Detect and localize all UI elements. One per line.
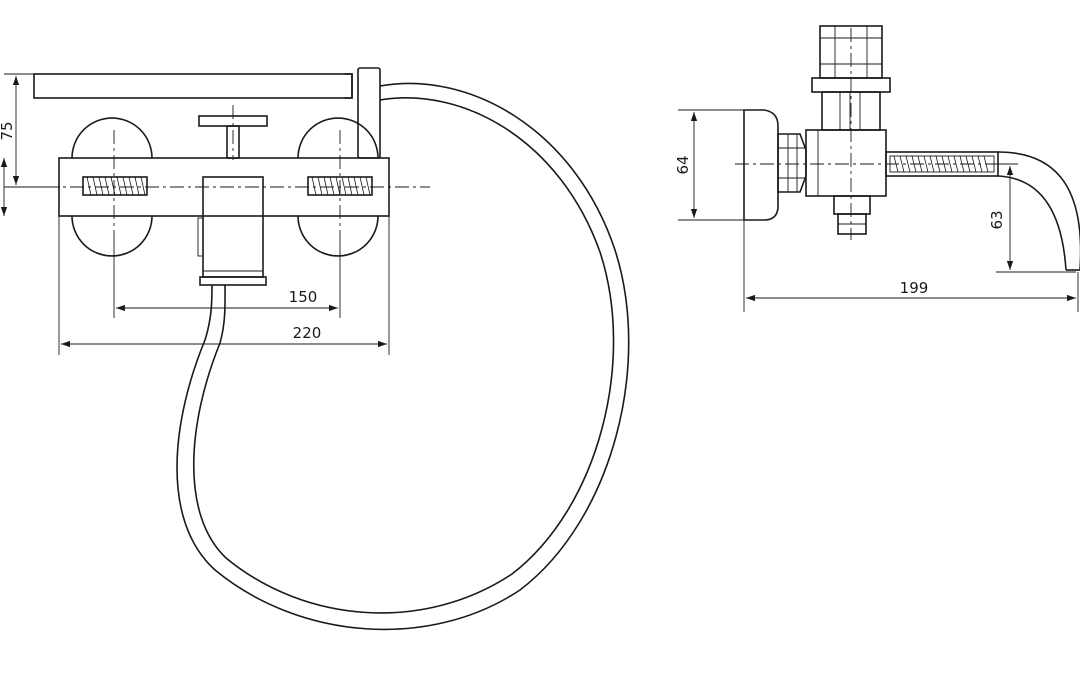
side-nut — [777, 133, 807, 193]
left-connector — [82, 176, 148, 196]
front-view: 75 150 220 — [0, 67, 630, 631]
dim-63-label: 63 — [988, 210, 1006, 229]
dimension-75: 75 — [0, 73, 60, 188]
dimension-63: 63 — [988, 163, 1076, 273]
dim-220-label: 220 — [293, 324, 322, 342]
dimension-220: 220 — [58, 216, 390, 355]
left-wall-flange — [71, 117, 153, 257]
right-connector — [307, 176, 373, 196]
hose-outlet-block — [197, 176, 267, 286]
spout-bar — [33, 73, 353, 99]
dim-64-label: 64 — [674, 155, 692, 174]
dimension-64: 64 — [674, 109, 746, 221]
side-view: 64 63 199 — [674, 25, 1080, 312]
dimension-199: 199 — [743, 220, 1079, 312]
dim-75-label: 75 — [0, 121, 16, 140]
side-lower-outlet — [833, 195, 871, 235]
side-spout — [885, 151, 1080, 271]
dim-199-label: 199 — [900, 279, 929, 297]
right-wall-flange — [297, 117, 379, 257]
shower-hose — [176, 82, 630, 631]
hand-shower-holder — [357, 67, 381, 159]
dim-150-label: 150 — [289, 288, 318, 306]
side-wall-flange — [743, 109, 779, 221]
dimension-150: 150 — [113, 240, 341, 318]
